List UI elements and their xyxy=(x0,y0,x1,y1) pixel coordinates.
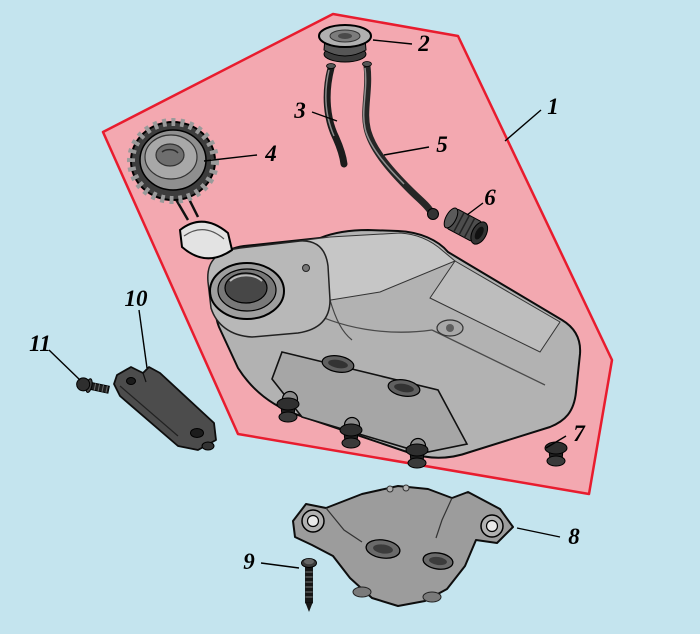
tank-vent-nub xyxy=(302,264,310,272)
callout-4-leader xyxy=(203,154,258,162)
fuel-cap-part-4 xyxy=(127,118,234,260)
bracket-body xyxy=(292,485,514,607)
tank-top-boss-center xyxy=(446,324,454,332)
callout-6: 6 xyxy=(466,185,496,216)
bolt-tip xyxy=(305,603,313,612)
bracket-foot-left xyxy=(352,586,372,598)
grommet xyxy=(339,423,363,449)
bracket-foot-right xyxy=(422,591,442,603)
callout-9-leader xyxy=(260,562,300,569)
bracket-top-nub-2 xyxy=(402,484,410,492)
flange-slot-left-inner xyxy=(328,359,348,369)
callout-1-leader xyxy=(504,109,542,142)
bolt-threads xyxy=(305,571,313,598)
callout-10: 10 xyxy=(125,286,149,369)
callout-6-label: 6 xyxy=(484,185,496,210)
filler-grommet-part-2 xyxy=(318,24,372,63)
bracket-left-arm-line xyxy=(325,507,363,543)
filler-neck-opening xyxy=(224,272,268,304)
callout-10-label: 10 xyxy=(125,286,149,311)
screw-threads xyxy=(93,383,108,393)
side-bracket-part-10 xyxy=(113,366,217,451)
callout-10-leader xyxy=(138,309,148,369)
callouts: 1 2 3 4 5 6 7 8 xyxy=(29,31,586,574)
callout-5-leader xyxy=(383,146,430,156)
callout-4-label: 4 xyxy=(264,141,277,166)
filler-neck-highlight xyxy=(229,274,263,282)
line3-highlight xyxy=(325,69,335,137)
callout-2-label: 2 xyxy=(417,31,430,56)
callout-9: 9 xyxy=(243,549,300,574)
callout-6-leader xyxy=(466,202,484,216)
grommet2-hole xyxy=(338,33,352,39)
callout-3: 3 xyxy=(293,98,338,123)
line3-tube xyxy=(323,64,348,168)
fuel-tank-body xyxy=(207,229,582,459)
cap-knurling xyxy=(127,118,219,204)
fitting-left-end xyxy=(443,207,459,229)
fuel-line-part-3 xyxy=(323,63,348,168)
tank-seam-2 xyxy=(431,329,546,386)
bolt-part-9 xyxy=(301,558,317,612)
tank-right-top-face xyxy=(429,260,561,353)
side-bracket-edge-line xyxy=(119,385,179,437)
callout-11-leader xyxy=(48,349,81,381)
bracket-slot-right-inner xyxy=(429,556,447,566)
flange-slot-right-inner xyxy=(394,383,414,393)
callout-3-leader xyxy=(311,111,338,122)
bracket-left-hole xyxy=(306,514,320,528)
callout-7-label: 7 xyxy=(573,421,586,446)
cap-swirl xyxy=(161,148,179,154)
callout-7-leader xyxy=(545,435,567,449)
bracket-slot-left-inner xyxy=(373,544,393,554)
fitting-bore xyxy=(474,226,484,240)
callout-8: 8 xyxy=(516,524,580,549)
callout-11-label: 11 xyxy=(29,331,51,356)
line5-highlight xyxy=(362,67,405,185)
grommet xyxy=(405,443,429,469)
callout-1: 1 xyxy=(504,94,559,142)
line5-end-fitting xyxy=(427,208,439,220)
line3-end xyxy=(326,63,336,69)
callout-8-leader xyxy=(516,527,561,538)
gauge-float-line xyxy=(183,229,225,240)
callout-7: 7 xyxy=(545,421,586,449)
callout-2: 2 xyxy=(372,31,430,56)
side-bracket-hole xyxy=(190,428,204,438)
side-bracket-hole-small xyxy=(126,377,136,385)
grommets-part-7 xyxy=(276,397,568,469)
bolt-head-top xyxy=(304,558,314,565)
fitting-ribs xyxy=(453,212,476,238)
callout-11: 11 xyxy=(29,331,81,381)
screw-head xyxy=(76,377,91,392)
screw-part-11 xyxy=(76,377,110,394)
callout-4: 4 xyxy=(203,141,277,166)
callout-3-label: 3 xyxy=(293,98,306,123)
fuel-line-part-5 xyxy=(362,61,439,220)
line5-end-top xyxy=(362,61,372,67)
mounting-bracket-part-8 xyxy=(292,484,514,607)
callout-8-label: 8 xyxy=(568,524,580,549)
callout-5: 5 xyxy=(383,132,448,157)
callout-1-label: 1 xyxy=(547,94,559,119)
grommet xyxy=(276,397,300,423)
bracket-top-nub-1 xyxy=(386,485,394,493)
callout-2-leader xyxy=(372,39,413,45)
callout-9-label: 9 xyxy=(243,549,255,574)
tank-step-seam xyxy=(329,299,353,341)
side-bracket-foot xyxy=(201,441,215,451)
bracket-right-arm-line xyxy=(435,497,453,539)
grommet-called-out xyxy=(544,441,568,467)
bracket-right-hole xyxy=(485,519,499,533)
outlet-fitting-part-6 xyxy=(443,207,489,245)
side-bracket-body xyxy=(113,366,217,451)
side-bracket-tab-line xyxy=(142,372,147,383)
callout-5-label: 5 xyxy=(436,132,448,157)
cap-center-recess xyxy=(155,143,185,167)
